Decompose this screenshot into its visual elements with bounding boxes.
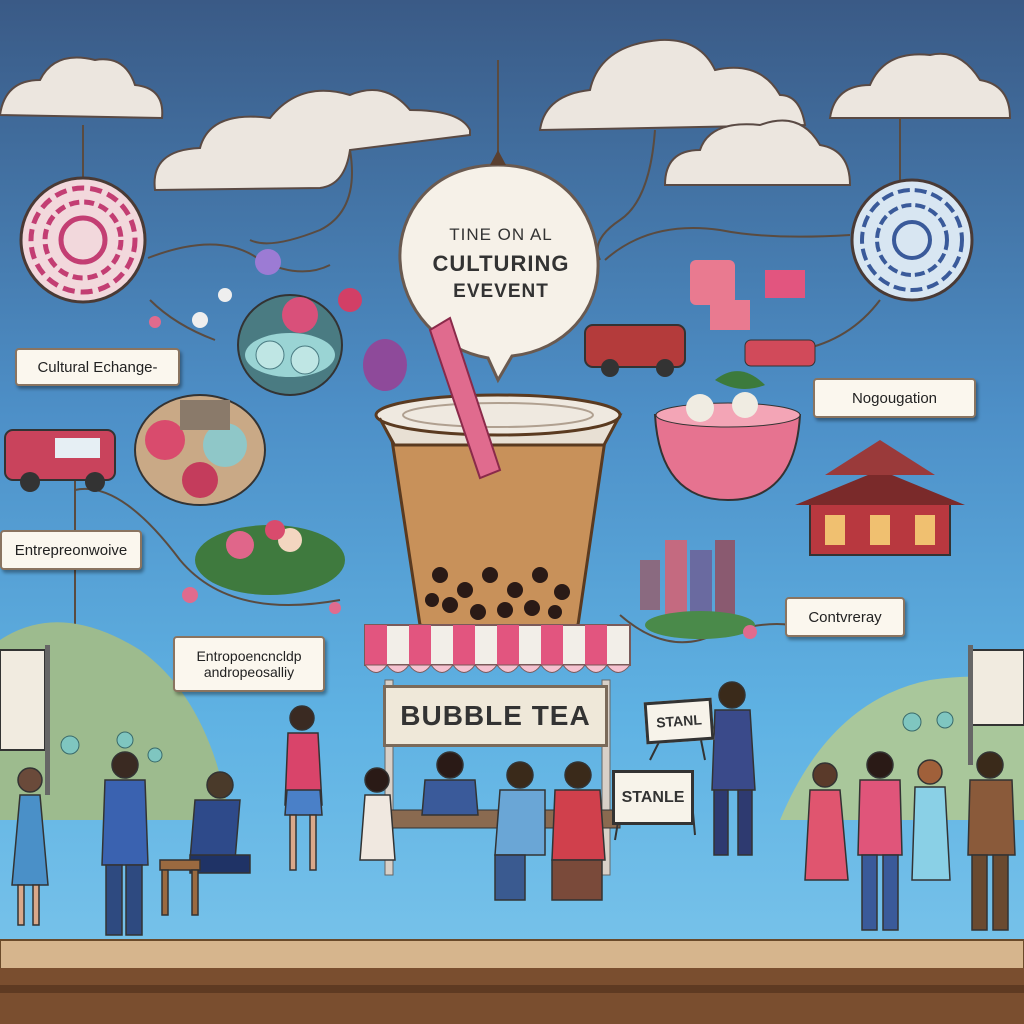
temple bbox=[795, 440, 965, 556]
label-entrepreneurship-line-2: andropeosalliy bbox=[203, 664, 295, 680]
top-right-car bbox=[584, 324, 686, 377]
bubble-tea-cup bbox=[374, 316, 623, 637]
speech-bubble-text: TINE ON AL CULTURING EVEVENT bbox=[408, 225, 594, 303]
hill-orbs bbox=[60, 711, 954, 763]
left-globe bbox=[19, 176, 147, 304]
label-negotiation: Nogougation bbox=[813, 378, 976, 418]
dessert-plate bbox=[237, 294, 343, 396]
right-globe bbox=[850, 178, 974, 302]
candy-plate bbox=[134, 394, 266, 506]
clouds bbox=[0, 38, 1012, 192]
label-cultural-exchange: Cultural Echange- bbox=[15, 348, 180, 386]
label-controversy: Contvreray bbox=[785, 597, 905, 637]
bubble-line-1: TINE ON AL bbox=[449, 225, 553, 244]
pink-bowl bbox=[653, 371, 802, 502]
sign-board-b: STANLE bbox=[612, 770, 694, 825]
pink-icons bbox=[690, 260, 805, 330]
platform bbox=[0, 939, 1024, 1024]
bubble-line-2: CULTURING bbox=[432, 251, 570, 276]
label-entrepreneurship-line-1: Entropoencncldp bbox=[196, 648, 302, 664]
sign-board-a: STANL bbox=[643, 697, 715, 745]
floating-sweets bbox=[192, 249, 407, 391]
string-beads bbox=[149, 316, 757, 639]
bubble-line-3: EVEVENT bbox=[453, 281, 549, 302]
people bbox=[11, 681, 1016, 936]
left-van bbox=[4, 429, 116, 492]
label-entrepreneurship-center: Entropoencncldp andropeosalliy bbox=[173, 636, 325, 692]
label-entrepreneurship-left: Entrepreonwoive bbox=[0, 530, 142, 570]
flower-garden bbox=[195, 520, 345, 595]
bubble-tea-sign: BUBBLE TEA bbox=[383, 685, 608, 747]
city-buildings bbox=[640, 540, 755, 639]
billboards bbox=[0, 645, 1024, 795]
bubble-tea-stand bbox=[364, 624, 632, 876]
small-red-car bbox=[744, 339, 816, 367]
hills bbox=[0, 622, 1024, 820]
